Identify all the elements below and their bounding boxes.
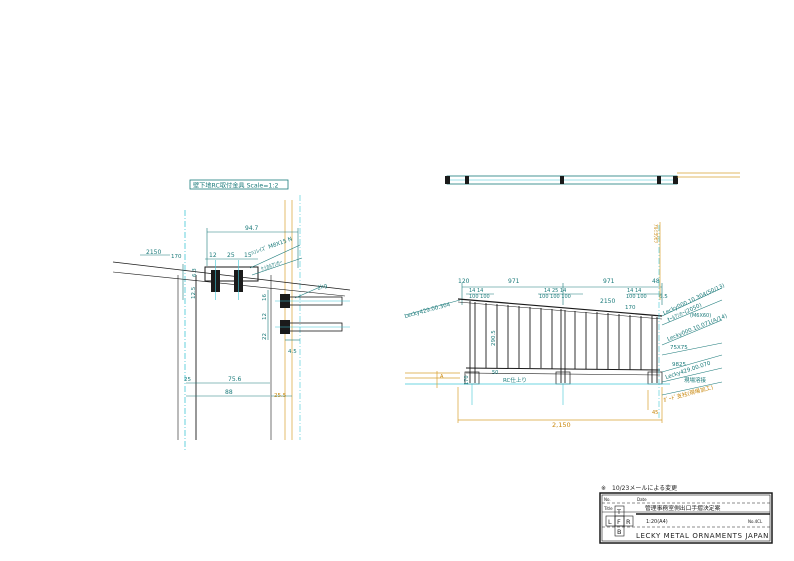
- company-name: LECKY METAL ORNAMENTS JAPAN: [636, 532, 769, 540]
- box-L: L: [608, 518, 612, 526]
- dim-22: 22: [262, 333, 268, 340]
- detail-title: 壁下地RC取付金具 Scale=1:2: [193, 182, 278, 190]
- note-vertical: ｱﾙﾐﾖｳｾﾂ: [652, 224, 659, 244]
- plan-post: [560, 176, 564, 184]
- dim-2kg: 2kg: [317, 283, 329, 292]
- dim-12b: 12: [262, 313, 268, 320]
- row3-value: 1:20(A4): [646, 519, 668, 525]
- dim-12: 12: [209, 252, 217, 259]
- bottom-rail: [465, 367, 661, 371]
- plan-post: [445, 176, 450, 184]
- plan-post: [657, 176, 661, 184]
- projection-symbol: [605, 505, 634, 537]
- row1-label: No.: [604, 497, 611, 502]
- dim-6-3: 6.3: [192, 268, 198, 277]
- dim-12-5: 12.5: [191, 286, 197, 299]
- dim-25-5: 25.5: [274, 393, 287, 399]
- dim-170b: 170: [464, 375, 470, 385]
- dim-94-7: 94.7: [245, 225, 259, 232]
- elevation-view: 120 971 971 48 14 14 14 25 14 14 14 100 …: [404, 222, 728, 429]
- balusters: [469, 301, 658, 383]
- row2-value: 管理事務室側出口手摺決定案: [645, 504, 721, 512]
- detail-title-box: [189, 179, 289, 190]
- box-B: B: [617, 528, 621, 536]
- dims-100-right: 100 100: [626, 294, 647, 300]
- dims-100-mid: 100 100 100: [539, 294, 571, 300]
- dim-4-5: 4.5: [288, 349, 297, 355]
- dim-50: 50: [492, 370, 498, 376]
- note-bolt: ﾊﾝﾚｲｽﾞ M8X15 N: [250, 236, 293, 257]
- dim-170: 170: [625, 305, 636, 311]
- dim-75-6: 75.6: [228, 376, 242, 383]
- dims-100-left: 100 100: [469, 294, 490, 300]
- plan-post: [465, 176, 469, 184]
- dim-120: 120: [458, 278, 470, 285]
- note-r3: (M6X60): [690, 313, 711, 319]
- dim-15: 15: [244, 252, 252, 259]
- slab-line: [112, 271, 346, 297]
- dim-48: 48: [652, 278, 660, 285]
- plan-view: [445, 172, 740, 185]
- revision-note: ※ 10/23メールによる変更: [601, 484, 677, 492]
- note-r6: 9825: [672, 362, 686, 368]
- dim-rc: RC仕上り: [503, 376, 527, 384]
- dims-small-left: 14 14: [469, 288, 483, 294]
- dim-971b: 971: [603, 278, 615, 285]
- dim-88: 88: [225, 389, 233, 396]
- plan-post: [673, 176, 678, 184]
- note-left: Lecky429.00.304: [404, 302, 452, 320]
- note-r5: 75X75: [670, 345, 688, 351]
- dim-6-5: 6.5: [659, 294, 668, 300]
- dim-left-v: A: [440, 374, 444, 380]
- dim-2150: 2150: [600, 298, 615, 305]
- row1-value: Date: [637, 497, 647, 502]
- box-F: F: [617, 518, 621, 526]
- row2-label: Title: [603, 506, 613, 511]
- title-block: ※ 10/23メールによる変更 No. Date Title 管理事務室側出口手…: [599, 484, 773, 544]
- post-base: [647, 371, 663, 385]
- title-block-frame: [599, 492, 773, 544]
- row3-suffix: No.4CL: [748, 519, 763, 524]
- slab-line: [112, 261, 351, 291]
- wall-bracket-detail: 壁下地RC取付金具 Scale=1:2: [112, 179, 351, 450]
- bracket-plate: [204, 266, 259, 282]
- dim-25: 25: [227, 252, 235, 259]
- box-T: T: [616, 508, 621, 516]
- handrail-top: [457, 298, 663, 317]
- dim-170: 170: [171, 254, 182, 260]
- box-R: R: [626, 518, 631, 526]
- dim-16: 16: [262, 294, 268, 301]
- dim-25b: 25: [184, 377, 191, 383]
- note-fbolt: ｹﾐｶﾙｱﾝｶｰ: [260, 259, 283, 273]
- dim-2150: 2150: [146, 249, 161, 256]
- dim-h: 290.5: [491, 330, 497, 346]
- dim-45: 45: [652, 410, 658, 416]
- note-r8: 現場溶接: [684, 376, 707, 384]
- dim-971a: 971: [508, 278, 520, 285]
- dims-small-mid: 14 25 14: [544, 288, 566, 294]
- dims-small-right: 14 14: [627, 288, 641, 294]
- dim-total: 2,150: [552, 421, 571, 429]
